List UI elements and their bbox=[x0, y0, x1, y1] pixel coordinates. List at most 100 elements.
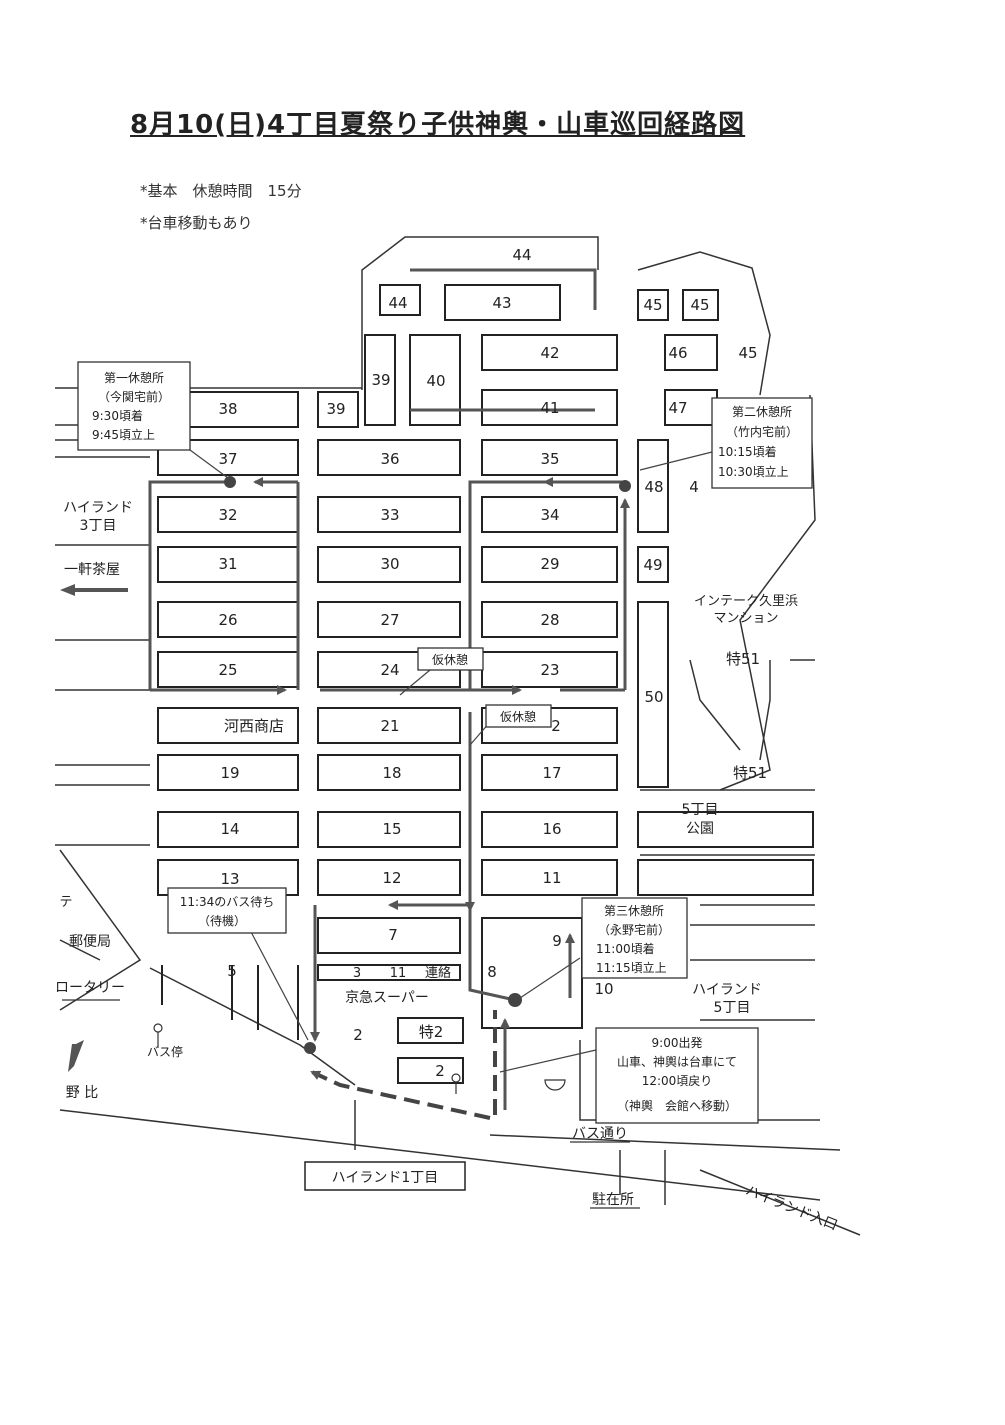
note-cart: *台車移動もあり bbox=[140, 214, 253, 232]
callout-boxes bbox=[77, 361, 813, 1124]
place-intake-line1: インテーク久里浜 bbox=[694, 594, 798, 609]
place-park5-line2: 公園 bbox=[686, 821, 714, 837]
block-renraku: 連絡 bbox=[425, 965, 451, 981]
block-4x: 4 bbox=[689, 478, 699, 496]
rest1-arrive: 9:30頃着 bbox=[92, 408, 143, 423]
block-46: 46 bbox=[668, 344, 687, 362]
depart-time: 9:00出発 bbox=[652, 1036, 703, 1050]
block-7: 7 bbox=[388, 926, 398, 944]
place-highland5-line1: ハイランド bbox=[692, 982, 762, 998]
place-nobi: 野 比 bbox=[66, 1085, 98, 1101]
block-37: 37 bbox=[218, 450, 237, 468]
block-29: 29 bbox=[540, 555, 559, 573]
block-44a: 44 bbox=[512, 246, 531, 264]
block-21: 21 bbox=[380, 717, 399, 735]
block-49: 49 bbox=[643, 556, 662, 574]
busstop-icon bbox=[153, 1023, 566, 1094]
callout-leaders bbox=[189, 449, 713, 1073]
block-42: 42 bbox=[540, 344, 559, 362]
block-33: 33 bbox=[380, 506, 399, 524]
place-te: テ bbox=[59, 895, 72, 910]
block-2: 2 bbox=[353, 1026, 363, 1044]
rest2-arrive: 10:15頃着 bbox=[718, 444, 777, 459]
block-19: 19 bbox=[220, 764, 239, 782]
block-kawanishi: 河西商店 bbox=[224, 717, 284, 735]
route-path bbox=[148, 268, 630, 1110]
place-yubin: 郵便局 bbox=[69, 934, 111, 950]
block-17: 17 bbox=[542, 764, 561, 782]
block-48: 48 bbox=[644, 478, 663, 496]
place-park5-line1: 5丁目 bbox=[682, 802, 719, 818]
block-41: 41 bbox=[540, 399, 559, 417]
cart-route bbox=[310, 1010, 497, 1120]
underline-marks bbox=[62, 999, 640, 1209]
block-30: 30 bbox=[380, 555, 399, 573]
block-26: 26 bbox=[218, 611, 237, 629]
rest2-place: （竹内宅前） bbox=[726, 424, 798, 439]
block-toku51a: 特51 bbox=[726, 650, 760, 668]
block-40: 40 bbox=[426, 372, 445, 390]
bus-wait-line1: 11:34のバス待ち bbox=[180, 895, 275, 909]
place-highland1: ハイランド1丁目 bbox=[332, 1170, 439, 1186]
place-highland-entrance: ハイランド入口 bbox=[743, 1183, 840, 1234]
place-ikken: 一軒茶屋 bbox=[64, 562, 120, 578]
place-highland5-line2: 5丁目 bbox=[714, 1000, 751, 1016]
block-15: 15 bbox=[382, 820, 401, 838]
note-rest-time: *基本 休憩時間 15分 bbox=[140, 182, 302, 200]
place-busdori: バス通り bbox=[572, 1126, 628, 1142]
block-8: 8 bbox=[487, 963, 497, 981]
place-highland3-line1: ハイランド bbox=[63, 500, 133, 516]
block-16: 16 bbox=[542, 820, 561, 838]
highland1-box bbox=[304, 1161, 466, 1191]
depart-move: （神輿 会館へ移動） bbox=[617, 1098, 737, 1113]
block-34: 34 bbox=[540, 506, 559, 524]
rest1-depart: 9:45頃立上 bbox=[92, 427, 155, 442]
rest3-title: 第三休憩所 bbox=[604, 903, 664, 918]
rest-points bbox=[224, 476, 631, 1054]
rest2-title: 第二休憩所 bbox=[732, 404, 792, 419]
block-45a: 45 bbox=[643, 296, 662, 314]
depart-cart: 山車、神輿は台車にて bbox=[617, 1054, 737, 1069]
block-12: 12 bbox=[382, 869, 401, 887]
block-45c: 45 bbox=[738, 344, 757, 362]
block-31: 31 bbox=[218, 555, 237, 573]
block-14: 14 bbox=[220, 820, 239, 838]
rest3-depart: 11:15頃立上 bbox=[596, 960, 667, 975]
place-highland3-line2: 3丁目 bbox=[80, 518, 117, 534]
block-5: 5 bbox=[227, 962, 237, 980]
bus-wait-line2: （待機） bbox=[198, 913, 246, 928]
block-39b: 39 bbox=[326, 400, 345, 418]
block-28: 28 bbox=[540, 611, 559, 629]
block-23: 23 bbox=[540, 661, 559, 679]
block-labels: 44 44 43 45 45 45 42 46 39 40 39 38 41 4… bbox=[218, 246, 767, 1080]
block-47: 47 bbox=[668, 399, 687, 417]
place-rotary: ロータリー bbox=[55, 980, 125, 996]
depart-return: 12:00頃戻り bbox=[642, 1074, 713, 1088]
rest2-depart: 10:30頃立上 bbox=[718, 464, 789, 479]
block-toku51b: 特51 bbox=[733, 764, 767, 782]
block-3: 3 bbox=[353, 966, 361, 981]
block-2x: 2 bbox=[551, 717, 561, 735]
rest1-place: （今関宅前） bbox=[98, 389, 170, 404]
block-27: 27 bbox=[380, 611, 399, 629]
block-toku2: 特2 bbox=[419, 1023, 444, 1041]
block-39a: 39 bbox=[371, 371, 390, 389]
block-25: 25 bbox=[218, 661, 237, 679]
map-arrows bbox=[60, 584, 128, 1072]
block-1x: 11 bbox=[390, 966, 407, 981]
rest1-title: 第一休憩所 bbox=[104, 370, 164, 385]
place-busstop: バス停 bbox=[147, 1044, 183, 1059]
place-intake-line2: マンション bbox=[713, 611, 778, 626]
block-43: 43 bbox=[492, 294, 511, 312]
page-title: 8月10(日)4丁目夏祭り子供神輿・山車巡回経路図 bbox=[130, 110, 746, 140]
block-50: 50 bbox=[644, 688, 663, 706]
block-44b: 44 bbox=[388, 294, 407, 312]
block-2-small: 2 bbox=[435, 1062, 445, 1080]
block-36: 36 bbox=[380, 450, 399, 468]
block-38: 38 bbox=[218, 400, 237, 418]
block-45b: 45 bbox=[690, 296, 709, 314]
temp-rest-1: 仮休憩 bbox=[432, 652, 468, 667]
callout-texts: 第一休憩所 （今関宅前） 9:30頃着 9:45頃立上 第二休憩所 （竹内宅前）… bbox=[92, 370, 798, 1113]
temp-rest-2: 仮休憩 bbox=[500, 709, 536, 724]
